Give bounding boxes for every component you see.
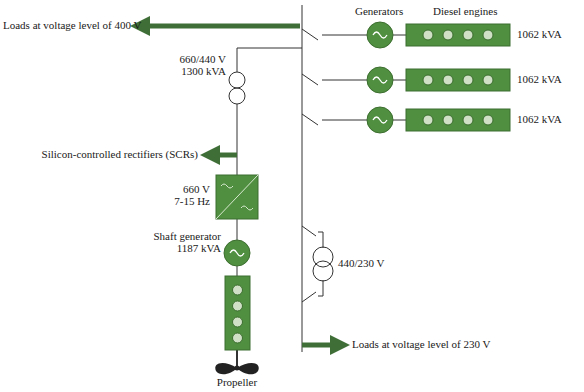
generator-switch [302,114,367,125]
engine-block [406,24,510,46]
shaft [237,266,238,276]
load-arrow [140,24,300,29]
load-arrow [302,343,340,348]
converter-wave [241,206,253,210]
cylinder-mark [463,75,473,85]
wires [237,5,406,366]
engine-coupling [393,35,406,120]
transformer-winding [229,72,245,88]
converter-rating: 7-15 Hz [174,196,210,208]
load-label: Loads at voltage level of 230 V [352,339,490,351]
converter-wave [221,184,233,188]
load-label: Loads at voltage level of 400 V [3,20,141,32]
load-arrow [210,153,237,158]
transformer-winding [229,88,245,104]
generator-name: Shaft generator [154,231,222,243]
cylinder-mark [233,333,243,343]
transformer-rating: 440/230 V [338,258,385,270]
converter-rating: 660 V [183,184,210,196]
engine-block [406,69,510,91]
cylinder-mark [233,317,243,327]
engine-block [406,109,510,131]
cylinder-mark [423,115,433,125]
cylinder-mark [483,115,493,125]
cylinder-mark [423,30,433,40]
cylinder-mark [233,301,243,311]
branch-feeder [237,104,238,175]
cylinder-mark [423,75,433,85]
main-bus [302,5,303,352]
converter-diagonal [216,175,258,219]
cylinder-mark [443,75,453,85]
column-heading: Diesel engines [433,6,497,18]
cylinder-mark [483,30,493,40]
transformer-winding [313,261,333,281]
rating-label: 1062 kVA [517,29,562,41]
cylinder-mark [443,115,453,125]
rating-label: 1062 kVA [517,74,562,86]
cylinder-mark [463,115,473,125]
cylinder-mark [443,30,453,40]
branch-feeder [237,48,302,72]
transformer-switch [302,280,323,302]
transformer-rating: 1300 kVA [181,66,226,78]
generator-rating: 1187 kVA [177,243,221,255]
rating-label: 1062 kVA [517,114,562,126]
load-label: Silicon-controlled rectifiers (SCRs) [42,149,198,161]
generator-symbol [367,22,393,48]
generator-symbol [367,67,393,93]
diesel-engines [225,24,510,350]
frequency-converter [216,175,258,219]
generator-switch [302,29,367,40]
shaft [236,350,238,366]
generators [224,22,393,266]
converter-box [216,175,258,219]
engine-block [225,276,250,350]
generator-symbol [367,107,393,133]
component-name: Propeller [217,377,257,389]
sine-marks [230,32,387,256]
cylinder-mark [463,30,473,40]
cylinder-mark [483,75,493,85]
generator-switch [302,74,367,85]
branch-feeder [237,219,238,240]
propeller-symbol [215,363,258,374]
transformer-rating: 660/440 V [179,54,226,66]
transformer-switch [302,226,323,248]
column-heading: Generators [355,6,403,18]
cylinder-mark [233,285,243,295]
shaft-generator-symbol [224,240,250,266]
